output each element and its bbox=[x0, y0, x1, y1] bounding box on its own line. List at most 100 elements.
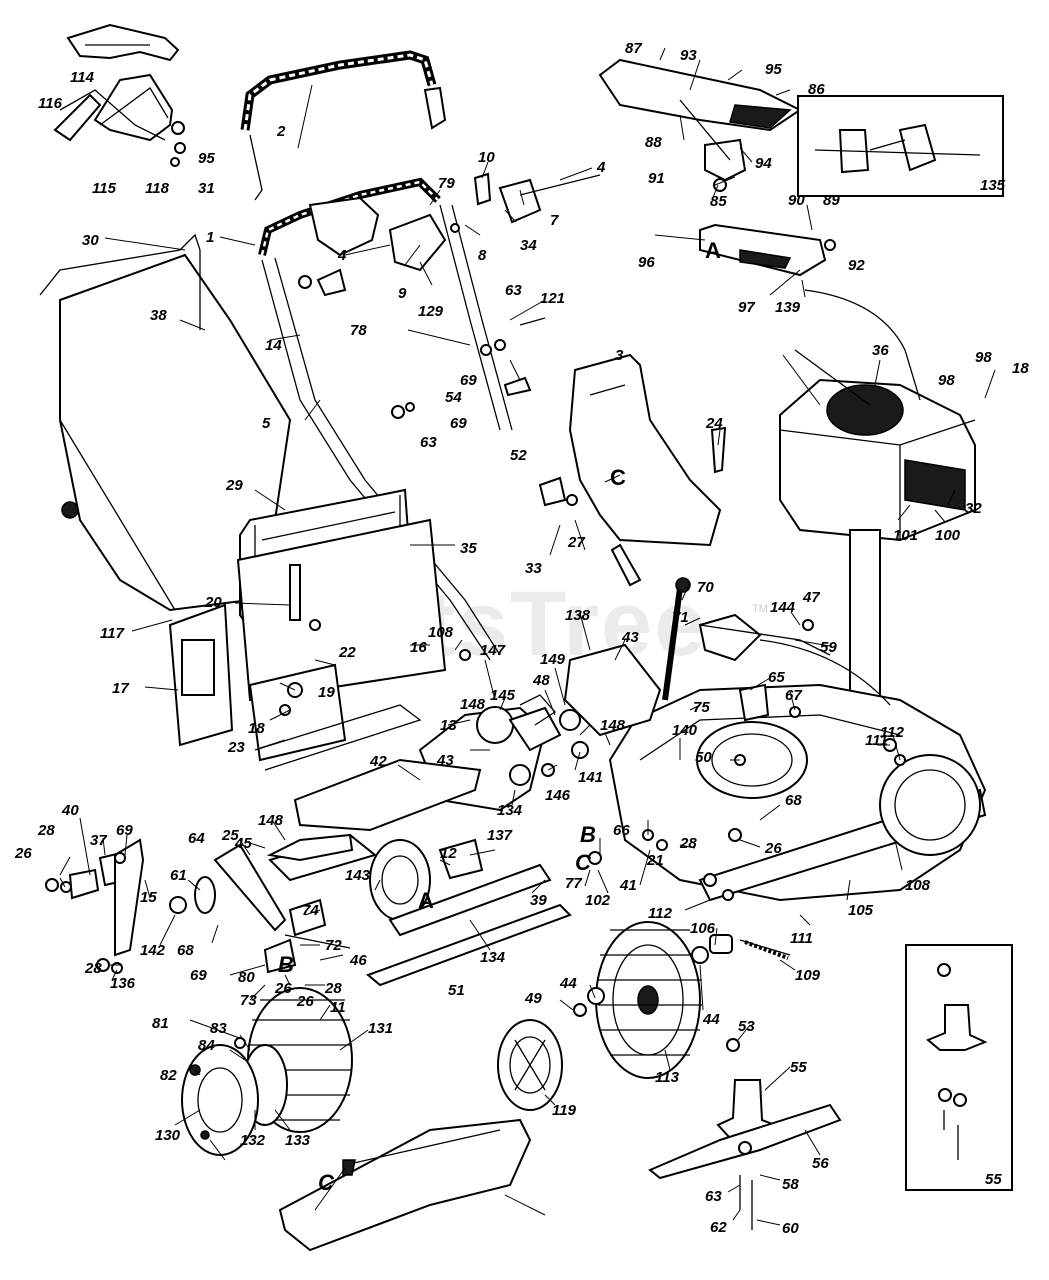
inset-135 bbox=[797, 95, 1004, 197]
rear-axle bbox=[268, 758, 572, 987]
callout: 64 bbox=[188, 830, 205, 847]
callout: 14 bbox=[265, 337, 282, 354]
callout: 28 bbox=[37, 822, 55, 839]
callout-numbers: 114 116 95 115 118 31 2 87 93 95 86 88 9… bbox=[14, 40, 1029, 1237]
callout: 112 bbox=[880, 724, 905, 741]
callout: 85 bbox=[710, 193, 727, 210]
callout: 95 bbox=[198, 150, 215, 167]
callout: 84 bbox=[198, 1037, 215, 1054]
callout: 141 bbox=[578, 769, 603, 786]
callout: 28 bbox=[84, 960, 102, 977]
callout: 19 bbox=[318, 684, 335, 701]
callout: 47 bbox=[802, 589, 820, 606]
callout: 25 bbox=[221, 827, 239, 844]
callout: 28 bbox=[324, 980, 342, 997]
callout: 130 bbox=[155, 1127, 181, 1144]
callout: 77 bbox=[565, 875, 582, 892]
callout: 95 bbox=[765, 61, 782, 78]
callout: 87 bbox=[625, 40, 642, 57]
callout: 97 bbox=[738, 299, 755, 316]
callout: 112 bbox=[648, 905, 673, 922]
callout: 90 bbox=[788, 192, 805, 209]
callout: 102 bbox=[585, 892, 611, 909]
callout: 146 bbox=[545, 787, 571, 804]
inset-55 bbox=[905, 944, 1013, 1191]
callout: 66 bbox=[613, 822, 630, 839]
height-adjuster bbox=[563, 577, 891, 737]
callout: 48 bbox=[532, 672, 550, 689]
callout: 3 bbox=[615, 347, 624, 364]
callout: 142 bbox=[140, 942, 166, 959]
callout: 91 bbox=[648, 170, 665, 187]
callout: 31 bbox=[198, 180, 215, 197]
rear-bracket bbox=[45, 838, 145, 974]
callout: 86 bbox=[808, 81, 825, 98]
callout: 114 bbox=[70, 69, 95, 86]
callout: 136 bbox=[110, 975, 136, 992]
callout: 43 bbox=[621, 629, 639, 646]
callout: 11 bbox=[330, 999, 346, 1016]
callout: 70 bbox=[697, 579, 714, 596]
callout: 53 bbox=[738, 1018, 755, 1035]
callout: 88 bbox=[645, 134, 662, 151]
callout: 101 bbox=[893, 527, 918, 544]
callout: 43 bbox=[436, 752, 454, 769]
wheel-cover bbox=[497, 987, 605, 1111]
callout: 68 bbox=[785, 792, 802, 809]
callout: 26 bbox=[14, 845, 32, 862]
engine bbox=[779, 349, 976, 701]
callout: 7 bbox=[550, 212, 559, 229]
callout: 116 bbox=[38, 95, 63, 112]
engine-shroud bbox=[598, 58, 802, 192]
callout: 4 bbox=[337, 247, 347, 264]
callout: 96 bbox=[638, 254, 655, 271]
watermark-tm: TM bbox=[752, 603, 768, 615]
callout: 5 bbox=[262, 415, 271, 432]
callout: 78 bbox=[350, 322, 367, 339]
callout: 143 bbox=[345, 867, 371, 884]
letter-b-linkage: B bbox=[278, 952, 294, 977]
callout: 45 bbox=[234, 835, 252, 852]
callout: 59 bbox=[820, 639, 837, 656]
callout: 42 bbox=[369, 753, 387, 770]
callout: 28 bbox=[679, 835, 697, 852]
callout: 26 bbox=[274, 980, 292, 997]
callout: 33 bbox=[525, 560, 542, 577]
letter-a-bottom: A bbox=[418, 888, 434, 913]
callout: 17 bbox=[112, 680, 129, 697]
callout: 40 bbox=[61, 802, 79, 819]
callout: 72 bbox=[325, 937, 342, 954]
linkage bbox=[169, 833, 354, 974]
callout: 22 bbox=[338, 644, 356, 661]
callout: 21 bbox=[646, 852, 664, 869]
callout: 139 bbox=[775, 299, 801, 316]
callout: 12 bbox=[440, 845, 457, 862]
callout: 62 bbox=[710, 1219, 727, 1236]
callout: 63 bbox=[505, 282, 522, 299]
callout: 38 bbox=[150, 307, 167, 324]
callout: 129 bbox=[418, 303, 444, 320]
callout: 121 bbox=[540, 290, 565, 307]
letter-b-deck: B bbox=[580, 822, 596, 847]
callout: 10 bbox=[478, 149, 495, 166]
callout: 148 bbox=[600, 717, 626, 734]
callout: 89 bbox=[823, 192, 840, 209]
callout: 2 bbox=[276, 123, 286, 140]
callout: 106 bbox=[690, 920, 716, 937]
callout: 4 bbox=[596, 159, 606, 176]
callout: 26 bbox=[764, 840, 782, 857]
callout: 55 bbox=[790, 1059, 807, 1076]
callout: 98 bbox=[938, 372, 955, 389]
callout: 138 bbox=[565, 607, 591, 624]
upper-handle bbox=[240, 50, 447, 201]
callout: 1 bbox=[206, 229, 214, 246]
callout: 67 bbox=[785, 687, 802, 704]
callout: 24 bbox=[705, 415, 723, 432]
callout: 13 bbox=[440, 717, 457, 734]
callout: 74 bbox=[302, 902, 319, 919]
rear-wheel bbox=[181, 987, 353, 1156]
letter-a-top: A bbox=[705, 238, 721, 263]
lower-handle bbox=[258, 177, 513, 661]
callout: 50 bbox=[695, 749, 712, 766]
callout: 23 bbox=[227, 739, 245, 756]
